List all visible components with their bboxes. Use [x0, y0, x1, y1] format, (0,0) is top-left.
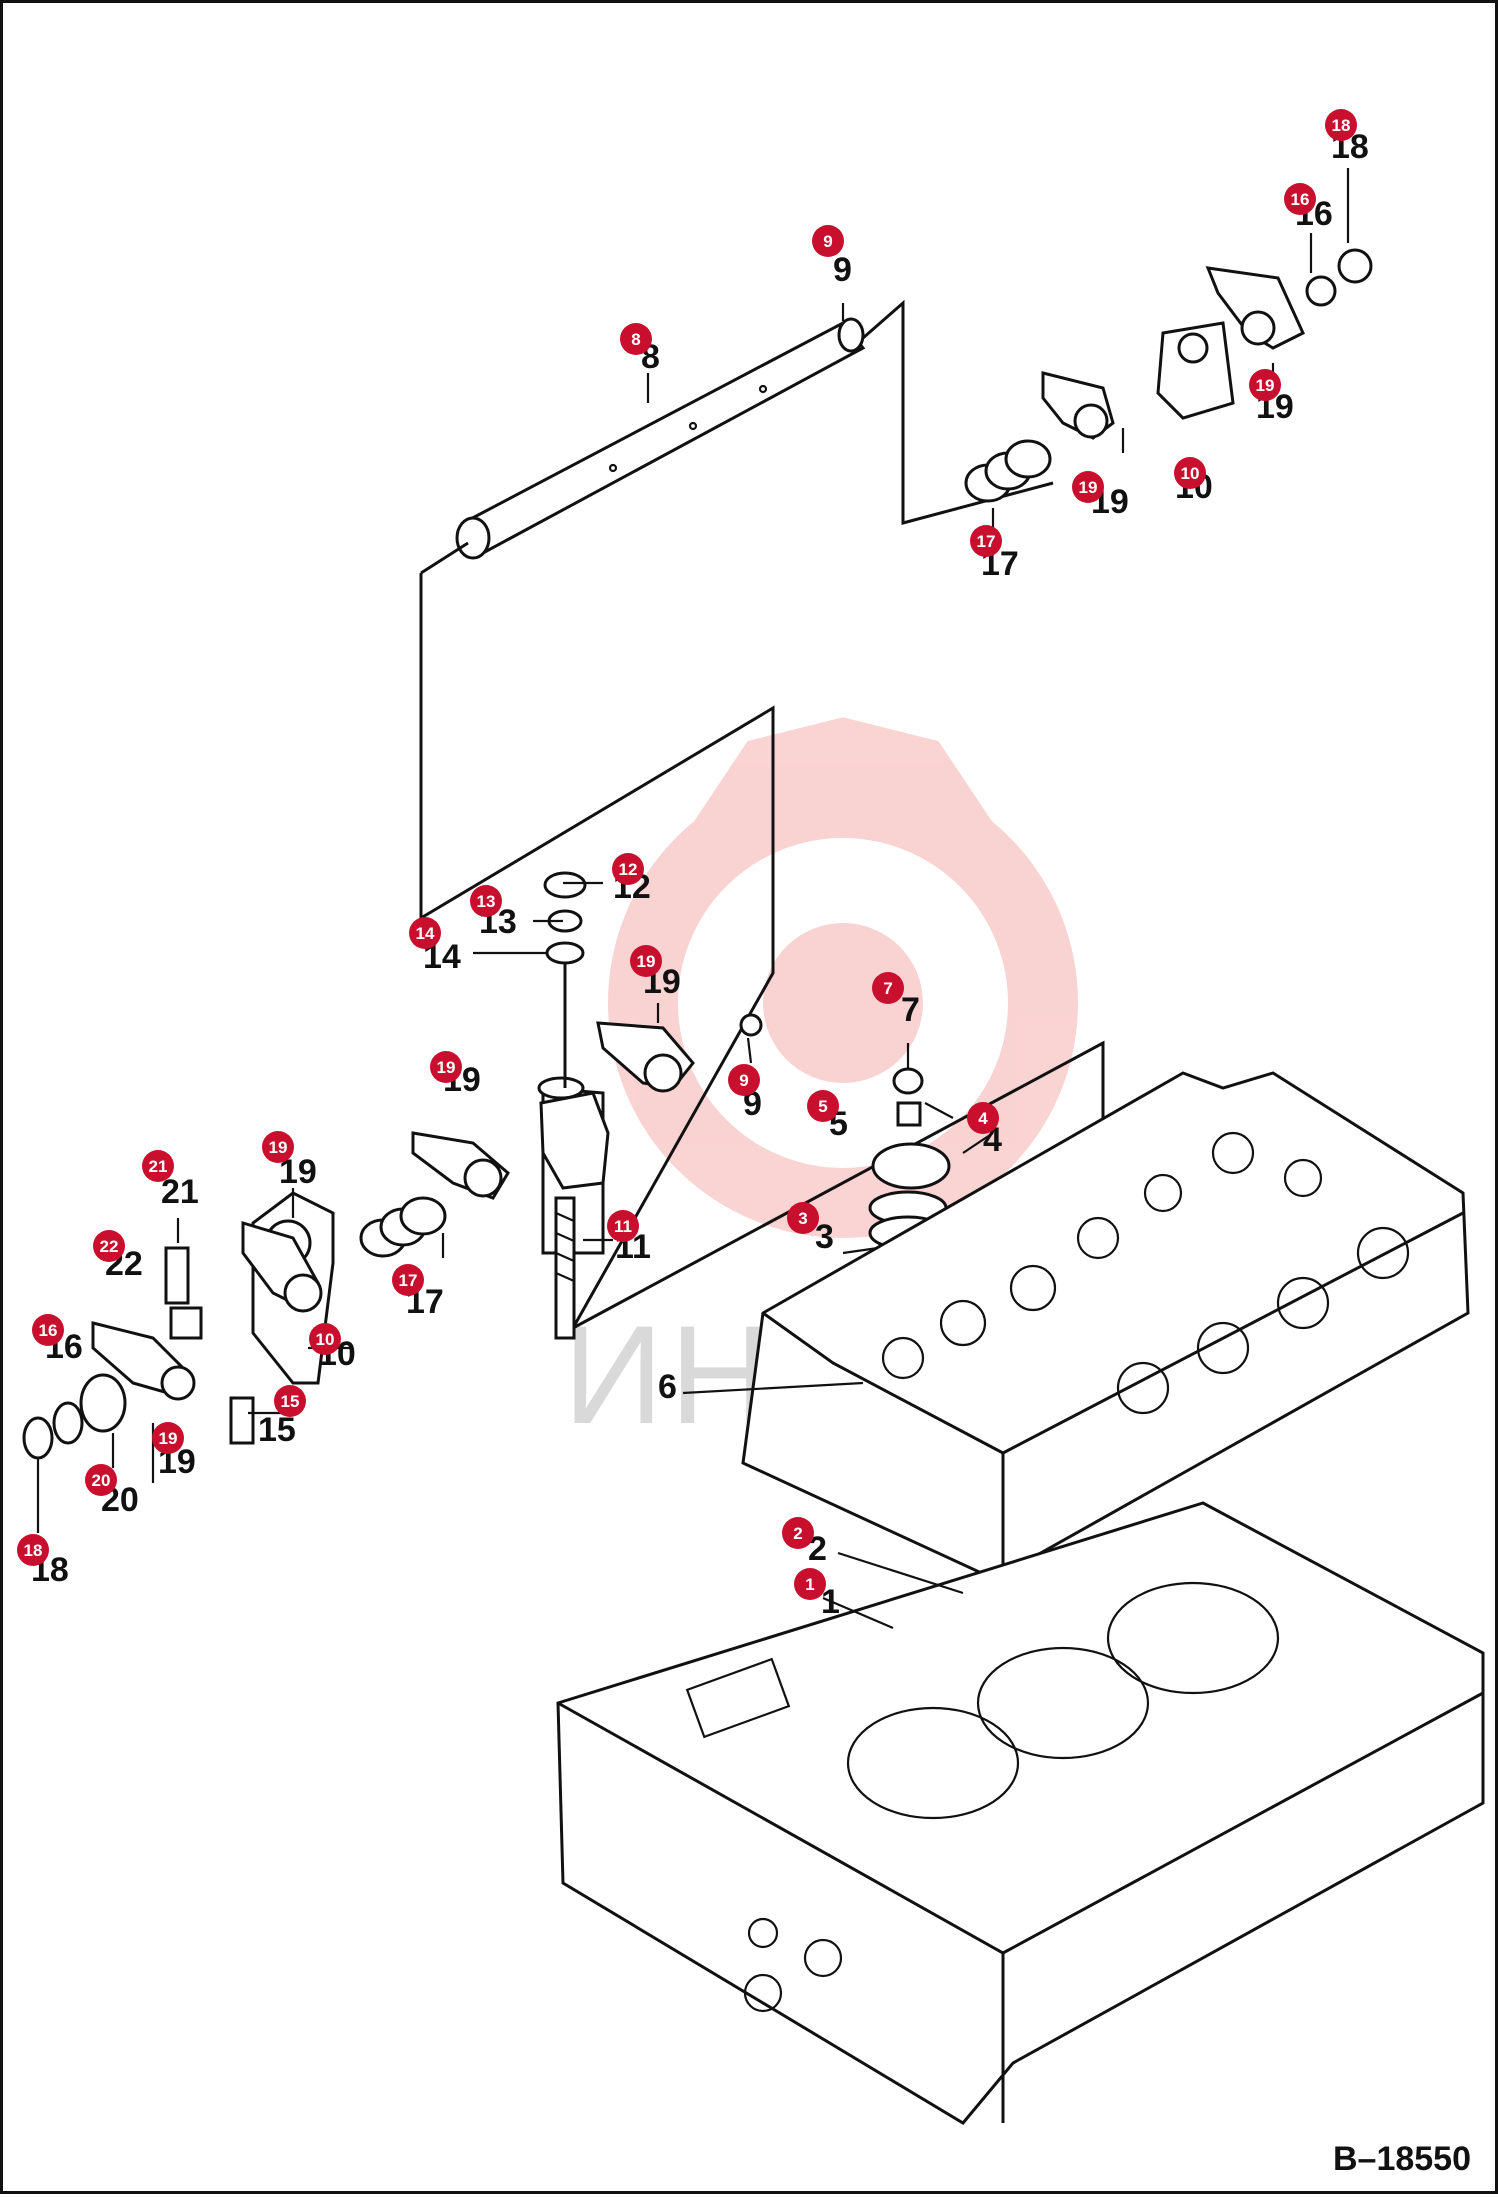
svg-text:8: 8 — [631, 330, 640, 349]
svg-text:4: 4 — [978, 1109, 988, 1128]
callout-5[interactable]: 5 — [807, 1090, 839, 1122]
callout-19[interactable]: 19 — [262, 1131, 294, 1163]
lower-left-rocker-assembly — [22, 1191, 335, 1460]
callout-9[interactable]: 9 — [812, 225, 844, 257]
svg-text:19: 19 — [1256, 376, 1275, 395]
svg-text:5: 5 — [818, 1097, 827, 1116]
leader-line — [420, 705, 775, 1329]
exploded-parts-diagram: ИНТЕК — [17, 109, 1485, 2125]
callout-17[interactable]: 17 — [392, 1264, 424, 1296]
callout-16[interactable]: 16 — [1284, 183, 1316, 215]
callout-7[interactable]: 7 — [872, 972, 904, 1004]
callout-16[interactable]: 16 — [32, 1314, 64, 1346]
callout-10[interactable]: 10 — [1174, 457, 1206, 489]
svg-text:19: 19 — [437, 1058, 456, 1077]
svg-text:22: 22 — [100, 1237, 119, 1256]
callout-12[interactable]: 12 — [612, 853, 644, 885]
callouts: 9 8 18 16 19 19 10 17 12 13 14 19 9 19 1… — [17, 109, 1357, 1600]
callout-19[interactable]: 19 — [152, 1422, 184, 1454]
part-label-21: 21 — [161, 1173, 199, 1211]
leader-line — [420, 541, 469, 575]
svg-text:15: 15 — [281, 1392, 300, 1411]
svg-text:17: 17 — [977, 532, 996, 551]
leader-line — [862, 299, 1054, 525]
callout-11[interactable]: 11 — [607, 1210, 639, 1242]
svg-text:1: 1 — [805, 1575, 814, 1594]
callout-19[interactable]: 19 — [1072, 471, 1104, 503]
part-label-15: 15 — [258, 1411, 296, 1449]
watermark-logo — [608, 717, 1078, 1238]
svg-text:19: 19 — [269, 1138, 288, 1157]
svg-text:10: 10 — [316, 1330, 335, 1349]
part-label-3: 3 — [815, 1218, 834, 1256]
svg-text:9: 9 — [739, 1071, 748, 1090]
callout-19[interactable]: 19 — [630, 945, 662, 977]
svg-text:18: 18 — [24, 1541, 43, 1560]
svg-text:19: 19 — [159, 1429, 178, 1448]
callout-20[interactable]: 20 — [85, 1464, 117, 1496]
svg-text:11: 11 — [614, 1217, 632, 1236]
callout-21[interactable]: 21 — [142, 1150, 174, 1182]
svg-text:12: 12 — [619, 860, 638, 879]
callout-1[interactable]: 1 — [794, 1568, 826, 1600]
middle-rocker-assembly — [359, 871, 763, 1340]
callout-13[interactable]: 13 — [470, 885, 502, 917]
callout-14[interactable]: 14 — [409, 917, 441, 949]
svg-text:9: 9 — [823, 232, 832, 251]
upper-rocker-assembly — [964, 248, 1373, 503]
svg-text:7: 7 — [883, 979, 892, 998]
figure-code: B–18550 — [1332, 2140, 1471, 2178]
callout-19[interactable]: 19 — [430, 1051, 462, 1083]
callout-2[interactable]: 2 — [782, 1517, 814, 1549]
svg-text:19: 19 — [1079, 478, 1098, 497]
callout-18[interactable]: 18 — [1325, 109, 1357, 141]
svg-text:16: 16 — [39, 1321, 58, 1340]
part-label-1: 1 — [821, 1583, 840, 1621]
cylinder-block — [556, 1501, 1485, 2125]
callout-3[interactable]: 3 — [787, 1202, 819, 1234]
svg-text:18: 18 — [1332, 116, 1351, 135]
svg-text:19: 19 — [637, 952, 656, 971]
callout-10[interactable]: 10 — [309, 1323, 341, 1355]
callout-15[interactable]: 15 — [274, 1385, 306, 1417]
part-label-7: 7 — [901, 991, 920, 1029]
part-label-6: 6 — [658, 1368, 677, 1406]
svg-text:20: 20 — [92, 1471, 111, 1490]
part-label-9: 9 — [833, 251, 852, 289]
svg-text:16: 16 — [1291, 190, 1310, 209]
svg-text:10: 10 — [1181, 464, 1200, 483]
callout-18[interactable]: 18 — [17, 1534, 49, 1566]
callout-19[interactable]: 19 — [1249, 369, 1281, 401]
label-leaders — [36, 168, 1350, 1630]
cylinder-head — [741, 1071, 1470, 1585]
svg-text:14: 14 — [416, 924, 435, 943]
callout-17[interactable]: 17 — [970, 525, 1002, 557]
rocker-shaft — [455, 317, 866, 560]
svg-text:3: 3 — [798, 1209, 807, 1228]
svg-text:17: 17 — [399, 1271, 418, 1290]
callout-4[interactable]: 4 — [967, 1102, 999, 1134]
callout-22[interactable]: 22 — [93, 1230, 125, 1262]
part-label-2: 2 — [808, 1530, 827, 1568]
svg-text:13: 13 — [477, 892, 496, 911]
callout-9[interactable]: 9 — [728, 1064, 760, 1096]
svg-text:2: 2 — [793, 1524, 802, 1543]
callout-8[interactable]: 8 — [620, 323, 652, 355]
svg-text:21: 21 — [149, 1157, 168, 1176]
